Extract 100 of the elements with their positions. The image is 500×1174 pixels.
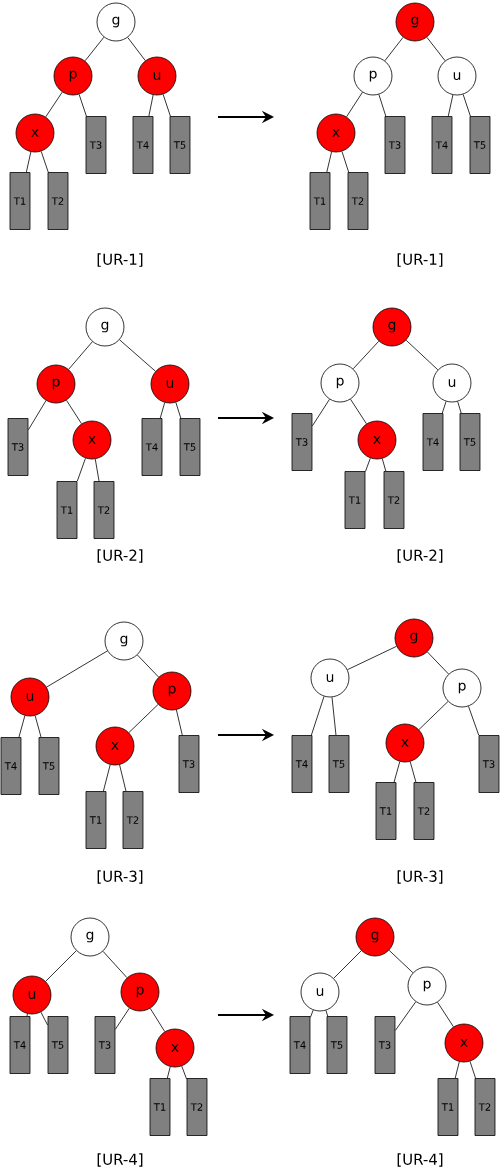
tree-edge [326,151,332,173]
case-label: [UR-4] [397,1153,443,1167]
subtree-box: T3 [478,735,500,793]
case-label: [UR-3] [397,870,443,884]
tree-edge [148,94,154,117]
tree-edge [325,1010,329,1017]
case-label: [UR-1] [97,253,143,267]
subtree-box: T5 [469,116,491,174]
tree-edge [437,1001,454,1028]
tree-edge [311,696,325,736]
subtree-box: T3 [7,418,29,476]
tree-edge [94,458,100,482]
tree-edge [149,1008,166,1032]
tree-edge [166,1066,171,1079]
subtree-box: T4 [422,413,444,471]
tree-edge [28,400,47,431]
tree-edge [102,950,128,979]
subtree-box: T4 [289,1016,311,1074]
subtree-box: T2 [93,481,115,539]
tree-edge [469,1061,476,1079]
subtree-box: T2 [413,782,435,840]
tree-edge [18,715,26,738]
tree-edge [119,764,127,792]
tree-edge [78,94,87,117]
subtree-box: T2 [347,172,369,230]
subtree-box: T5 [38,737,60,795]
tree-edge [409,761,417,783]
tree-edge [457,401,462,414]
subtree-box: T3 [178,735,200,793]
subtree-box: T3 [384,116,406,174]
subtree-box: T4 [141,418,163,476]
subtree-box: T1 [56,481,78,539]
subtree-box: T5 [459,413,481,471]
tree-edge [40,151,49,173]
tree-edge [427,651,449,675]
tree-edge [350,398,367,425]
tree-edge [128,704,159,733]
tree-edge [176,709,183,736]
subtree-box: T3 [94,1016,116,1074]
subtree-box: T5 [179,418,201,476]
tree-edge [365,457,371,473]
tree-edge [103,764,111,792]
tree-edge [46,650,108,688]
tree-edge [426,36,446,62]
subtree-box: T1 [309,172,331,230]
case-label: [UR-3] [97,870,143,884]
case-label: [UR-1] [397,253,443,267]
subtree-box: T4 [291,735,313,793]
tree-edge [441,401,447,414]
subtree-box: T5 [169,116,191,174]
subtree-box: T1 [344,471,366,529]
tree-edge [346,91,363,118]
tree-edge [310,1009,314,1018]
tree-edge [45,950,77,982]
subtree-box: T2 [474,1078,496,1136]
tree-edge [34,715,42,738]
tree-edge [388,949,414,974]
tree-edge [378,94,387,117]
tree-edge [68,341,93,370]
tree-edge [40,1011,48,1026]
subtree-box: T2 [47,172,69,230]
subtree-box: T5 [47,1016,69,1074]
subtree-box: T3 [291,413,313,471]
tree-edge [462,94,471,117]
subtree-box: T4 [431,116,453,174]
tree-edge [418,701,449,730]
tree-edge [45,91,63,118]
subtree-box: T1 [437,1078,459,1136]
tree-edge [395,1001,417,1031]
tree-edge [137,654,159,678]
subtree-box: T3 [374,1016,396,1074]
subtree-box: T1 [9,172,31,230]
subtree-box: T5 [328,735,350,793]
tree-edge [84,36,105,62]
tree-edge [384,36,404,62]
subtree-box: T5 [326,1016,348,1074]
subtree-box: T1 [149,1078,171,1136]
tree-edge [341,151,350,173]
case-label: [UR-4] [97,1153,143,1167]
tree-edge [25,151,32,173]
subtree-box: T4 [132,116,154,174]
tree-edge [175,402,182,419]
tree-edge [119,339,156,372]
tree-edge [127,37,146,61]
subtree-box: T3 [85,116,107,174]
tree-edge [393,761,401,783]
tree-edge [347,645,397,671]
tree-edge [66,399,82,425]
tree-edge [312,398,330,427]
subtree-box: T2 [122,791,144,849]
tree-edge [115,1007,130,1030]
tree-edge [159,402,166,419]
tree-edge [468,705,480,736]
tree-edge [181,1065,187,1080]
tree-edge [405,339,439,371]
tree-edge [381,458,387,472]
subtree-box: T4 [0,737,22,795]
subtree-box: T2 [186,1078,208,1136]
tree-edge [352,340,380,370]
case-label: [UR-2] [97,549,143,563]
